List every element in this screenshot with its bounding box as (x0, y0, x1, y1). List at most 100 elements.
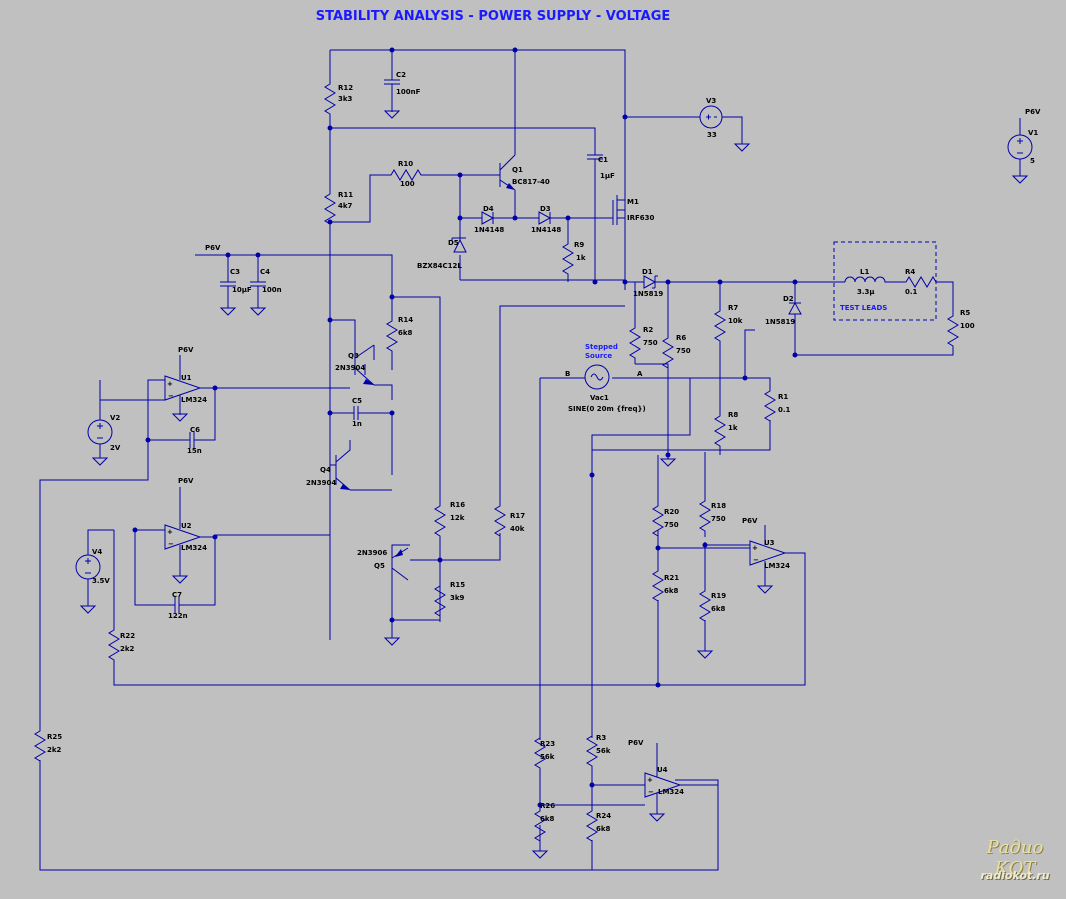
resistor-r6[interactable]: R6 750 (662, 331, 691, 375)
r14-value: 6k8 (398, 329, 413, 337)
r25-value: 2k2 (47, 746, 62, 754)
diode-d3[interactable]: D3 1N4148 (531, 205, 561, 234)
r26-ref: R26 (540, 802, 555, 810)
r9-value: 1k (576, 254, 586, 262)
capacitor-c5[interactable]: C5 1n (350, 397, 362, 428)
resistor-r5[interactable]: R5 100 (947, 309, 975, 353)
r7-ref: R7 (728, 304, 738, 312)
r23-value: 56k (540, 753, 555, 761)
r17-value: 40k (510, 525, 525, 533)
resistor-r14[interactable]: R14 6k8 (386, 314, 413, 358)
opamp-u1[interactable]: + − P6V U1 LM324 (164, 346, 207, 422)
v3-value: 33 (707, 131, 717, 139)
resistor-r15[interactable]: R15 3k9 (434, 579, 465, 623)
transistor-q5[interactable]: 2N3906 Q5 (357, 545, 409, 581)
resistor-r7[interactable]: R7 10k (714, 304, 743, 348)
r4-ref: R4 (905, 268, 915, 276)
resistor-r1[interactable]: R1 0.1 (764, 384, 791, 428)
v1-value: 5 (1030, 157, 1035, 165)
resistor-r11[interactable]: R11 4k7 (324, 187, 353, 231)
r21-ref: R21 (664, 574, 679, 582)
diode-d1[interactable]: D1 1N5819 (633, 268, 663, 298)
q1-value: BC817-40 (512, 178, 550, 186)
resistor-r25[interactable]: R25 2k2 (34, 724, 62, 768)
r8-value: 1k (728, 424, 738, 432)
resistor-r12[interactable]: R12 3k3 (324, 77, 353, 121)
resistor-r19[interactable]: R19 6k8 (699, 584, 726, 628)
voltage-source-v1[interactable]: P6V V1 5 (1007, 108, 1041, 184)
diode-d4[interactable]: D4 1N4148 (474, 205, 504, 234)
voltage-source-v3[interactable]: V3 33 (699, 97, 750, 152)
r16-value: 12k (450, 514, 465, 522)
resistor-r22[interactable]: R22 2k2 (108, 623, 135, 667)
capacitor-c4[interactable]: C4 100n (249, 268, 282, 316)
d1-value: 1N5819 (633, 290, 663, 298)
v1-ref: V1 (1028, 129, 1038, 137)
transistor-q4[interactable]: Q4 2N3904 (306, 440, 351, 491)
voltage-source-v4[interactable]: V4 3.5V (75, 545, 110, 614)
v4-ref: V4 (92, 548, 102, 556)
resistor-r3[interactable]: R3 56k (586, 729, 611, 773)
r6-ref: R6 (676, 334, 686, 342)
resistor-r8[interactable]: R8 1k (714, 409, 738, 453)
v3-ref: V3 (706, 97, 716, 105)
q5-value: 2N3906 (357, 549, 387, 557)
resistor-r26[interactable]: R26 6k8 (534, 802, 555, 848)
resistor-r24[interactable]: R24 6k8 (586, 804, 611, 848)
resistor-r20[interactable]: R20 750 (652, 499, 679, 543)
resistor-r18[interactable]: R18 750 (699, 494, 726, 538)
r7-value: 10k (728, 317, 743, 325)
u1-value: LM324 (181, 396, 207, 404)
watermark-top-text: Радио КОТ (986, 837, 1044, 879)
resistor-r2[interactable]: R2 750 (629, 321, 658, 365)
inductor-l1[interactable]: L1 3.3µ (844, 268, 886, 296)
c3-value: 10µF (232, 286, 252, 294)
r2-ref: R2 (643, 326, 653, 334)
voltage-source-v2[interactable]: V2 2V (87, 399, 165, 466)
resistor-r9[interactable]: R9 1k (562, 237, 586, 281)
r5-ref: R5 (960, 309, 970, 317)
transistor-q3[interactable]: Q3 2N3904 (335, 344, 375, 386)
r20-value: 750 (664, 521, 679, 529)
d2-value: 1N5819 (765, 318, 795, 326)
vac1-value: SINE(0 20m {freq}) (568, 405, 646, 413)
node-b-label: B (565, 370, 570, 378)
r10-ref: R10 (398, 160, 413, 168)
capacitor-c7[interactable]: C7 122n (164, 591, 190, 620)
r11-ref: R11 (338, 191, 353, 199)
c2-value: 100nF (396, 88, 421, 96)
r25-ref: R25 (47, 733, 62, 741)
mosfet-m1[interactable]: M1 IRF630 (610, 190, 655, 290)
capacitor-c2[interactable]: C2 100nF (383, 69, 421, 119)
resistor-r23[interactable]: R23 56k (534, 731, 555, 775)
c1-value: 1µF (600, 172, 615, 180)
c1-ref: C1 (598, 156, 608, 164)
transistor-q1[interactable]: Q1 BC817-40 (495, 154, 550, 191)
opamp-u4[interactable]: + − P6V U4 LM324 (628, 739, 719, 822)
resistor-r17[interactable]: R17 40k (494, 499, 525, 543)
watermark-bottom-text: radiokot.ru (980, 869, 1050, 882)
capacitor-c3[interactable]: C3 10µF (219, 268, 252, 316)
r1-value: 0.1 (778, 406, 791, 414)
q4-ref: Q4 (320, 466, 331, 474)
ac-source-vac1[interactable]: Stepped Source B A Vac1 SINE(0 20m {freq… (565, 343, 646, 413)
c3-ref: C3 (230, 268, 240, 276)
r4-value: 0.1 (905, 288, 918, 296)
capacitor-c1[interactable]: C1 1µF (586, 144, 615, 180)
resistor-r16[interactable]: R16 12k (434, 499, 465, 543)
q3-ref: Q3 (348, 352, 359, 360)
resistor-r21[interactable]: R21 6k8 (652, 564, 679, 608)
q5-ref: Q5 (374, 562, 385, 570)
diode-d2[interactable]: D2 1N5819 (765, 295, 802, 326)
opamp-u3[interactable]: + − P6V U3 LM324 (742, 517, 790, 594)
r19-ref: R19 (711, 592, 726, 600)
test-leads-box: TEST LEADS (833, 241, 937, 321)
resistor-r10[interactable]: R10 100 (384, 160, 428, 188)
v1-net: P6V (1025, 108, 1041, 116)
resistor-r4[interactable]: R4 0.1 (899, 268, 943, 296)
zener-d5[interactable]: D5 BZX84C12L (417, 235, 467, 270)
opamp-u2[interactable]: + − P6V U2 LM324 (164, 477, 215, 584)
u3-value: LM324 (764, 562, 790, 570)
capacitor-c6[interactable]: C6 15n (179, 426, 205, 455)
